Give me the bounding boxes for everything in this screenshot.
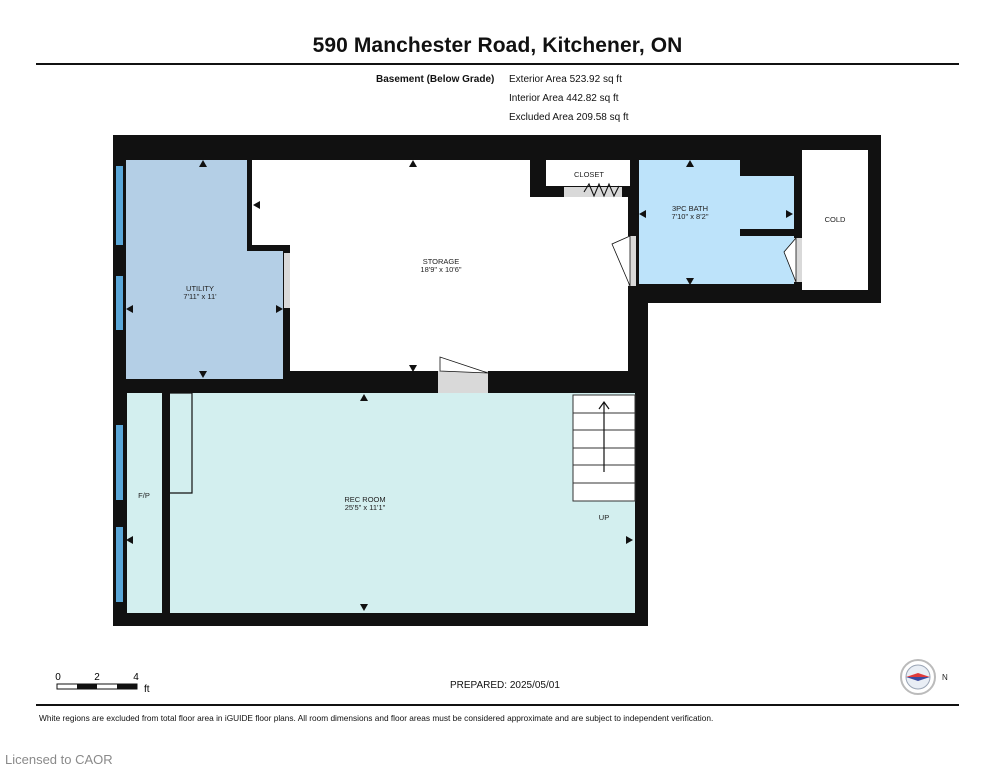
door-openings (284, 187, 802, 393)
scale-tick-2: 2 (94, 672, 100, 683)
bath-label: 3PC BATH (672, 204, 708, 213)
utility-dims: 7'11" x 11' (183, 292, 217, 301)
up-label: UP (599, 513, 609, 522)
closet-rod-icon (583, 182, 620, 198)
cold-label: COLD (825, 215, 846, 224)
closet-label: CLOSET (574, 170, 604, 179)
hearth-outline (170, 392, 193, 494)
area-values: Exterior Area 523.92 sq ft Interior Area… (509, 70, 629, 127)
prepared-date: PREPARED: 2025/05/01 (450, 680, 560, 691)
footer-divider (36, 704, 959, 706)
closet-room (546, 160, 630, 186)
cold-room (802, 150, 868, 290)
storage-dims: 18'9" x 10'6" (420, 265, 461, 274)
plan-title: 590 Manchester Road, Kitchener, ON (312, 34, 683, 57)
door-swings (439, 235, 797, 374)
west-windows (116, 166, 123, 602)
compass-north-label: N (942, 673, 948, 682)
scale-unit: ft (144, 684, 150, 695)
compass-icon (900, 659, 936, 695)
scale-tick-0: 0 (55, 672, 61, 683)
rec-label: REC ROOM (344, 495, 385, 504)
fp-label: F/P (138, 491, 150, 500)
license-watermark: Licensed to CAOR (5, 752, 113, 767)
excluded-area: Excluded Area 209.58 sq ft (509, 112, 629, 123)
level-label: Basement (Below Grade) (376, 74, 495, 85)
rec-dims: 25'5" x 11'1" (345, 503, 386, 512)
utility-room (126, 160, 283, 379)
fireplace-area (127, 393, 162, 613)
rec-room (170, 393, 635, 613)
utility-label: UTILITY (186, 284, 214, 293)
storage-room (252, 160, 628, 371)
bath-dims: 7'10" x 8'2" (672, 212, 709, 221)
stair-arrow (598, 400, 610, 472)
title-divider (36, 63, 959, 65)
disclaimer: White regions are excluded from total fl… (39, 713, 714, 723)
dimension-markers (126, 160, 793, 611)
scale-tick-4: 4 (133, 672, 139, 683)
exterior-area: Exterior Area 523.92 sq ft (509, 74, 622, 85)
interior-area: Interior Area 442.82 sq ft (509, 93, 619, 104)
bath-room (639, 160, 794, 284)
scale-bar: 0 2 4 ft (50, 670, 160, 705)
storage-label: STORAGE (423, 257, 460, 266)
